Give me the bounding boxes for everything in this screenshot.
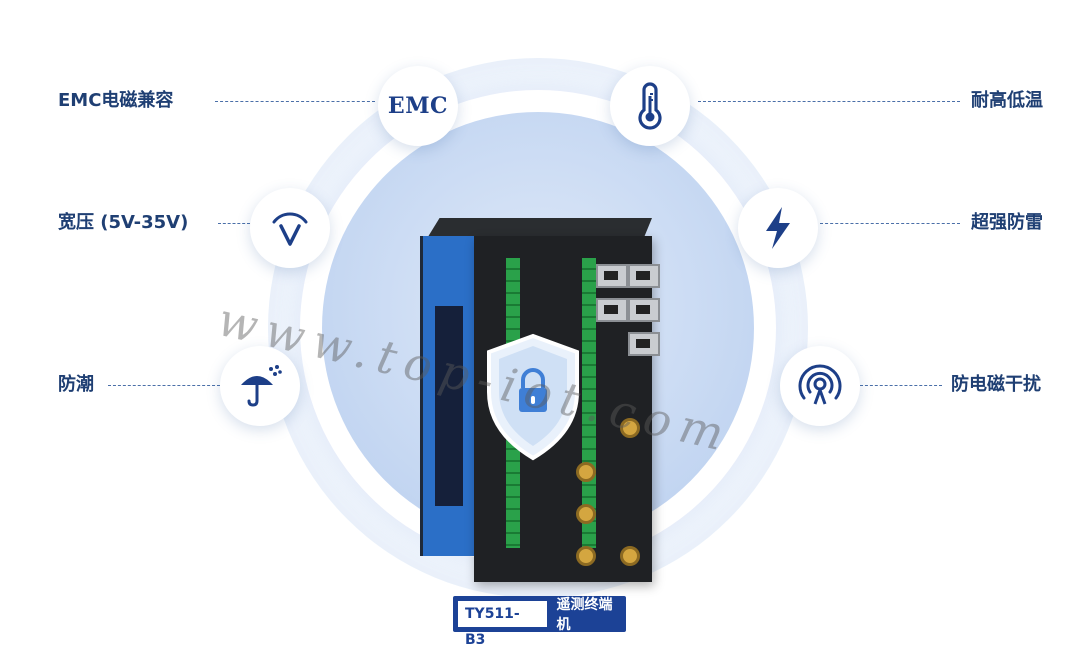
antenna-connector-4 bbox=[576, 546, 596, 566]
lightning-bolt-icon bbox=[766, 207, 790, 249]
feature-label-voltage: 宽压 (5V-35V) bbox=[58, 212, 189, 233]
device-side-label-area bbox=[435, 306, 463, 506]
feature-label-emc: EMC电磁兼容 bbox=[58, 90, 174, 111]
emc-text-icon: EMC bbox=[387, 93, 449, 119]
product-tag: TY511-B3 遥测终端机 bbox=[453, 596, 626, 648]
device-side-panel bbox=[420, 236, 477, 556]
thermometer-icon bbox=[638, 82, 662, 130]
voltage-v-icon bbox=[272, 212, 308, 246]
connector-emc bbox=[215, 101, 375, 102]
temperature-badge bbox=[610, 66, 690, 146]
antenna-connector-5 bbox=[620, 546, 640, 566]
moisture-badge bbox=[220, 346, 300, 426]
ethernet-port-1 bbox=[596, 264, 628, 288]
product-model: TY511-B3 bbox=[458, 601, 547, 648]
antenna-connector-1 bbox=[620, 418, 640, 438]
connector-anti-interference bbox=[860, 385, 942, 386]
ethernet-port-3 bbox=[596, 298, 628, 322]
feature-label-anti-interference: 防电磁干扰 bbox=[951, 374, 1041, 395]
device-top-face bbox=[426, 218, 652, 240]
connector-temperature bbox=[698, 101, 960, 102]
signal-waves-icon bbox=[798, 364, 842, 405]
connector-lightning bbox=[820, 223, 960, 224]
product-description: 遥测终端机 bbox=[556, 597, 613, 633]
feature-label-temperature: 耐高低温 bbox=[971, 90, 1043, 111]
feature-label-lightning: 超强防雷 bbox=[971, 212, 1043, 233]
connector-voltage bbox=[218, 223, 250, 224]
emc-badge: EMC bbox=[378, 66, 458, 146]
connector-moisture bbox=[108, 385, 220, 386]
voltage-badge bbox=[250, 188, 330, 268]
ethernet-port-4 bbox=[628, 298, 660, 322]
umbrella-rain-icon bbox=[241, 365, 282, 407]
feature-label-moisture: 防潮 bbox=[58, 374, 94, 395]
shield-lock-icon bbox=[487, 333, 579, 461]
telemetry-terminal-device bbox=[420, 218, 660, 583]
lightning-badge bbox=[738, 188, 818, 268]
anti-interference-badge bbox=[780, 346, 860, 426]
antenna-connector-3 bbox=[576, 504, 596, 524]
antenna-connector-2 bbox=[576, 462, 596, 482]
ethernet-port-2 bbox=[628, 264, 660, 288]
ethernet-port-5 bbox=[628, 332, 660, 356]
